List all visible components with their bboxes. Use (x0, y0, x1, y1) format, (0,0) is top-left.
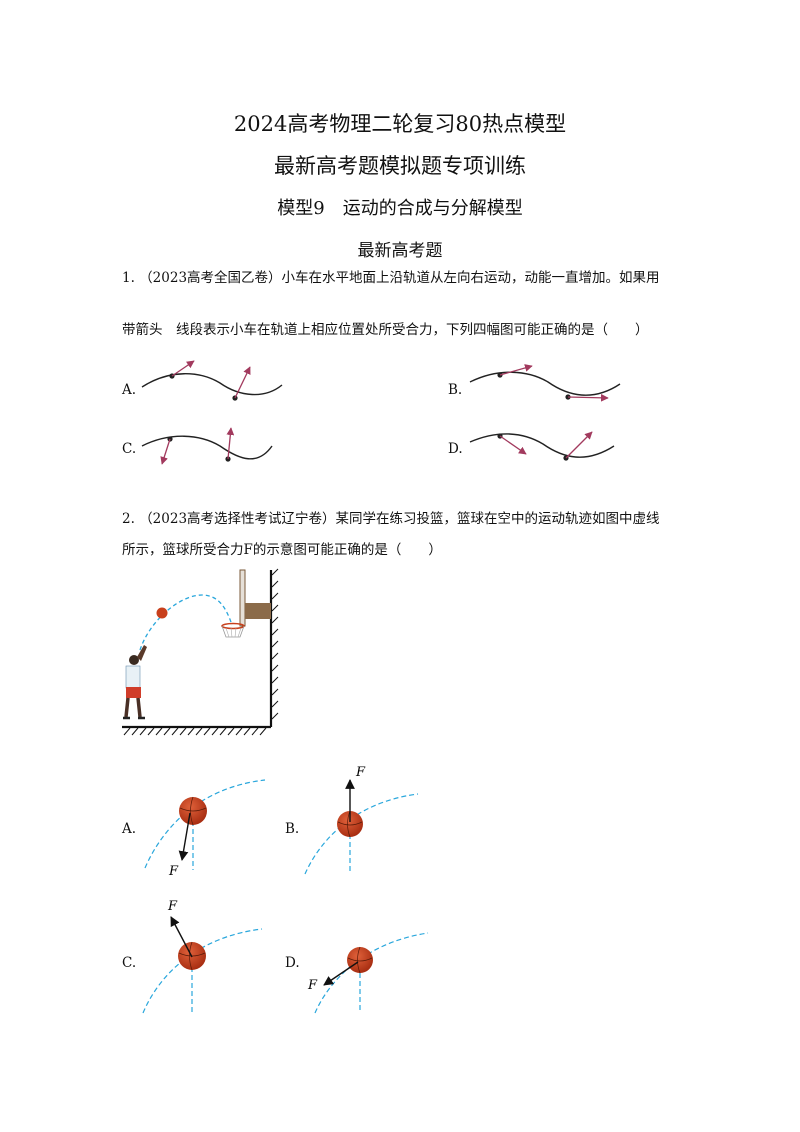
trajectory-curve (142, 928, 263, 1014)
force-arrow (160, 438, 171, 465)
force-arrow (226, 427, 235, 460)
q1-option-a-label: A. (122, 382, 137, 398)
track-curve (469, 433, 615, 458)
trajectory-curve (314, 932, 429, 1014)
q2-option-a-label: A. (122, 821, 137, 837)
basketball (337, 811, 363, 837)
track-curve (141, 373, 283, 396)
force-arrow (565, 431, 593, 459)
q1-option-d-diagram (469, 431, 615, 461)
q1-option-b-label: B. (448, 382, 463, 398)
force-arrow (323, 961, 359, 986)
force-label: F (307, 978, 318, 993)
q2-option-b-label: B. (285, 821, 300, 837)
q2-option-d-diagram: F (307, 932, 429, 1014)
q1-text-line2: 带箭头 线段表示小车在轨道上相应位置处所受合力，下列四幅图可能正确的是（ ） (122, 322, 649, 338)
trajectory-curve (144, 779, 266, 869)
force-arrow (234, 366, 251, 399)
force-label: F (355, 765, 366, 780)
q1-option-a-diagram (141, 360, 283, 401)
q2-option-c-diagram: F (142, 899, 263, 1014)
force-arrow (567, 393, 609, 402)
q1-option-b-diagram (469, 364, 621, 402)
q1-option-d-label: D. (448, 441, 463, 457)
model-title: 模型9 运动的合成与分解模型 (277, 198, 523, 219)
force-arrow (499, 364, 533, 376)
q2-basketball-scene (122, 568, 279, 736)
q2-option-c-label: C. (122, 955, 137, 971)
q1-option-c-diagram (141, 427, 273, 465)
q2-option-b-diagram: F (304, 765, 419, 875)
q2-option-a-diagram: F (144, 779, 266, 879)
track-curve (141, 435, 273, 460)
q2-text-line2: 所示，篮球所受合力F的示意图可能正确的是（ ） (122, 542, 442, 558)
doc-title-line1: 2024高考物理二轮复习80热点模型 (233, 112, 567, 136)
q2-option-d-label: D. (285, 955, 300, 971)
force-arrow (178, 812, 191, 861)
force-arrow (499, 435, 527, 455)
force-label: F (168, 864, 179, 879)
trajectory-curve (304, 793, 419, 875)
force-label: F (167, 899, 178, 914)
basketball (347, 947, 373, 973)
q1-text-line1: 1. （2023高考全国乙卷）小车在水平地面上沿轨道从左向右运动，动能一直增加。… (122, 270, 660, 286)
q2-text-line1: 2. （2023高考选择性考试辽宁卷）某同学在练习投篮，篮球在空中的运动轨迹如图… (122, 511, 660, 527)
q1-option-c-label: C. (122, 441, 137, 457)
force-arrow (170, 916, 193, 958)
track-curve (469, 371, 621, 396)
section-title: 最新高考题 (357, 241, 443, 261)
force-arrow (171, 360, 195, 377)
doc-title-line2: 最新高考题模拟题专项训练 (274, 154, 526, 178)
